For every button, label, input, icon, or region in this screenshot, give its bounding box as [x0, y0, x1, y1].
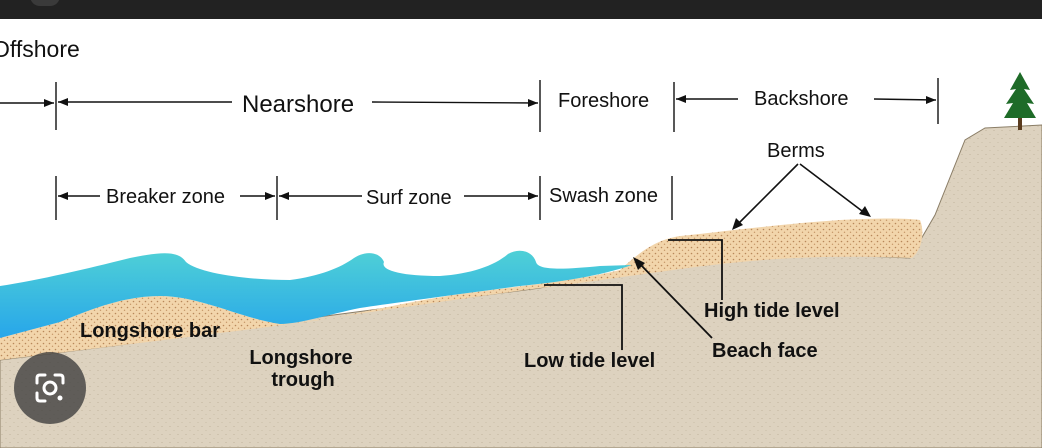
top-zone-lines [0, 78, 939, 132]
longshore-trough-label-line2: trough [271, 369, 334, 391]
mid-zone-arrowheads [58, 192, 538, 200]
top-bar-avatar[interactable] [30, 0, 60, 6]
backshore-label: Backshore [754, 88, 849, 110]
berms-label: Berms [767, 140, 825, 162]
berms-pointers [735, 163, 867, 227]
longshore-bar-label: Longshore bar [80, 320, 220, 342]
foreshore-label: Foreshore [558, 90, 649, 112]
nearshore-label: Nearshore [242, 91, 354, 118]
low-tide-label: Low tide level [524, 350, 655, 372]
top-bar [0, 0, 1042, 19]
tide-markers [544, 239, 723, 350]
top-zone-arrowheads [44, 95, 936, 107]
surf-zone-label: Surf zone [366, 187, 452, 209]
high-tide-label: High tide level [704, 300, 840, 322]
land-profile [0, 124, 1042, 448]
offshore-label: Offshore [0, 36, 80, 62]
sand-layer [0, 218, 923, 360]
longshore-trough-label-line1: Longshore [249, 347, 352, 369]
beach-face-label: Beach face [712, 340, 818, 362]
tree-icon [1004, 72, 1036, 130]
swash-zone-label: Swash zone [549, 185, 658, 207]
beach-face-arrowhead [633, 257, 645, 270]
sea-water [0, 250, 632, 338]
camera-lens-icon [35, 373, 65, 403]
breaker-zone-label: Breaker zone [106, 186, 225, 208]
visual-search-button[interactable] [14, 352, 86, 424]
